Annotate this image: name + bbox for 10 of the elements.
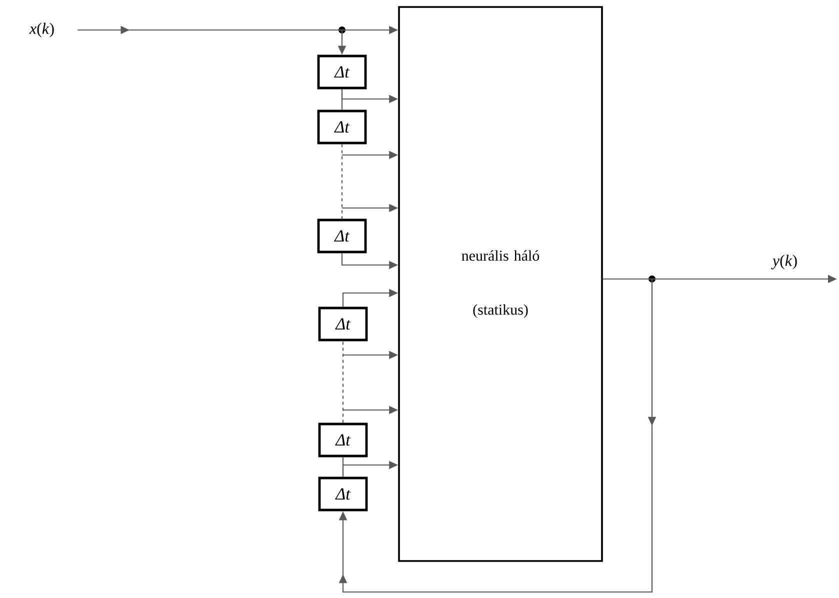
delay-box: Δt (317, 54, 367, 90)
network-box: neurális háló (statikus) (398, 6, 603, 562)
delay-box: Δt (318, 476, 368, 512)
delay-box: Δt (317, 110, 367, 144)
edge-label: y(k) (771, 254, 799, 270)
delay-box: Δt (318, 422, 368, 458)
delay-box: Δt (318, 306, 368, 342)
signal-label: x(k) (29, 22, 54, 38)
arrow (338, 278, 656, 593)
delay-box: Δt (317, 218, 367, 254)
